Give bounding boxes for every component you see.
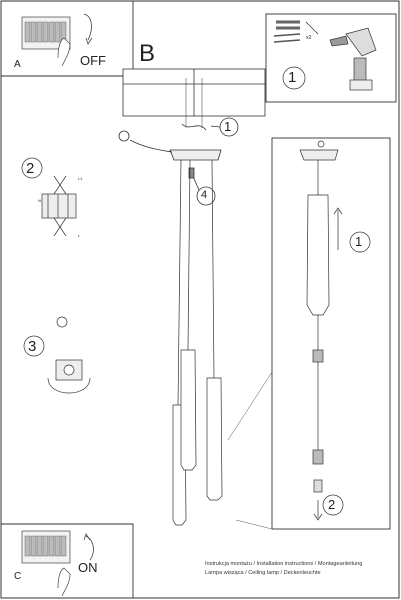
panel-c-box bbox=[1, 523, 134, 598]
terminal-l-label: L bbox=[78, 233, 81, 238]
detail-step-1-number: 1 bbox=[355, 234, 363, 249]
dowel-count: x2 bbox=[306, 35, 312, 41]
ceiling-mount bbox=[118, 68, 266, 206]
panel-c-letter: C bbox=[14, 571, 22, 582]
terminal-l1-label: L1 bbox=[78, 176, 83, 181]
callout-lines bbox=[227, 371, 273, 530]
hanger-step-number: 1 bbox=[224, 119, 232, 134]
footer-title-line-2: Lampa wisząca / Ceiling lamp / Deckenleu… bbox=[205, 570, 321, 576]
panel-a-letter: A bbox=[14, 59, 21, 70]
pendant-lamps bbox=[172, 159, 223, 526]
tools-illustration bbox=[273, 20, 377, 91]
footer-title-line-1: Instrukcja montażu / Installation instru… bbox=[205, 561, 363, 567]
tools-box bbox=[265, 13, 397, 103]
canopy-step-number: 4 bbox=[201, 189, 208, 201]
detail-box bbox=[271, 137, 391, 530]
tools-step-number: 1 bbox=[288, 69, 297, 86]
panel-a-off-label: OFF bbox=[80, 53, 106, 68]
step-2-number: 2 bbox=[26, 160, 35, 177]
panel-a-breaker bbox=[21, 13, 93, 67]
terminal-n-label: N bbox=[38, 198, 41, 203]
panel-c-breaker bbox=[21, 530, 94, 597]
panel-b-letter: B bbox=[139, 40, 156, 67]
panel-c-on-label: ON bbox=[78, 560, 98, 575]
side-illustrations bbox=[21, 157, 91, 394]
step-3-number: 3 bbox=[28, 338, 37, 355]
detail-step-2-number: 2 bbox=[328, 497, 336, 512]
detail-lamp bbox=[299, 140, 371, 521]
